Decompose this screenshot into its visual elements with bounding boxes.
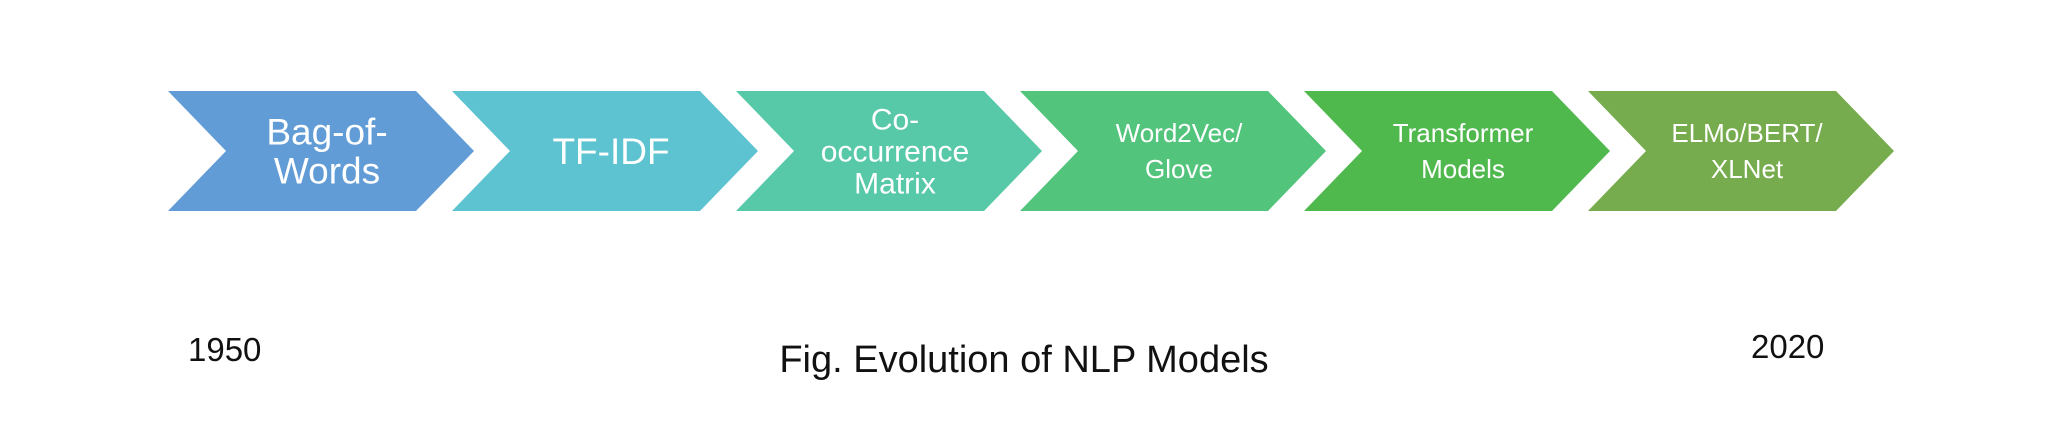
chevron-label-line: XLNet <box>1711 154 1784 184</box>
chevron-shape <box>1304 91 1610 211</box>
chevron-label-line: Matrix <box>854 168 936 201</box>
chevron-label-line: Bag-of- <box>266 111 387 152</box>
chevron-label-line: Transformer <box>1393 118 1534 148</box>
chevron-stage-4: Word2Vec/Glove <box>1020 91 1326 211</box>
chevron-label-line: occurrence <box>821 136 969 169</box>
chevron-label-line: Glove <box>1145 154 1213 184</box>
chevron-label-line: Words <box>274 150 380 191</box>
end-year-label: 2020 <box>1751 328 1825 365</box>
chevron-shape <box>452 91 758 211</box>
chevron-stage-2: TF-IDF <box>452 91 758 211</box>
chevron-shape <box>736 91 1042 211</box>
chevron-shape <box>168 91 474 211</box>
chevron-label-line: Co- <box>871 104 919 137</box>
figure-caption: Fig. Evolution of NLP Models <box>779 339 1269 381</box>
chevron-stage-6: ELMo/BERT/XLNet <box>1588 91 1894 211</box>
chevron-stage-1: Bag-of-Words <box>168 91 474 211</box>
chevron-label-line: TF-IDF <box>552 131 669 172</box>
chevron-label-line: Word2Vec/ <box>1116 118 1243 148</box>
chevron-label-line: ELMo/BERT/ <box>1671 118 1823 148</box>
chevron-shape <box>1588 91 1894 211</box>
start-year-label: 1950 <box>188 331 262 368</box>
chevron-label-line: Models <box>1421 154 1505 184</box>
chevron-shape <box>1020 91 1326 211</box>
